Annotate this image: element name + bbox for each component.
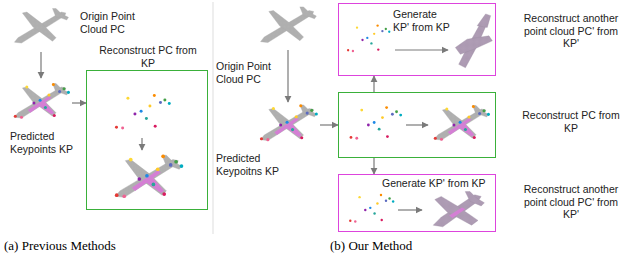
text-holder: Origin Point Cloud PC: [80, 10, 146, 35]
figure-label: Origin Point Cloud PC: [216, 60, 274, 85]
keypoint-image: [14, 83, 70, 119]
text-holder: Origin Point Cloud PC: [216, 60, 274, 85]
flow-arrow: [40, 52, 41, 78]
figure-label: Origin Point Cloud PC: [80, 10, 146, 35]
text-holder: Predicted Keypoints KP: [10, 130, 80, 155]
text-holder: (b) Our Method: [330, 238, 412, 254]
point-cloud-image: [14, 9, 68, 44]
inner-arrow: [406, 124, 428, 125]
generated-image: [455, 14, 492, 68]
reconstructed-image: [434, 105, 490, 141]
reconstruction-box: Reconstruct PC from KP: [338, 92, 496, 158]
flow-arrow: [287, 50, 288, 102]
panel-divider: [213, 2, 214, 234]
edge-label: Generate KP' from KP: [393, 8, 455, 33]
inner-arrow: [395, 49, 448, 50]
text-holder: Reconstruct PC from KP: [519, 109, 623, 134]
box-heading: Reconstruct PC from KP: [519, 109, 623, 134]
keypoint-image: [349, 194, 394, 223]
point-cloud-figure: Origin Point Cloud PC: [256, 4, 320, 50]
subfigure-caption: (a) Previous Methods: [4, 238, 116, 254]
keypoint-figure: Predicted Keypoitns KP: [256, 102, 320, 148]
subfigure-caption: (b) Our Method: [330, 238, 412, 254]
edge-label: Generate KP' from KP: [382, 177, 486, 190]
inner-arrow: [141, 138, 142, 150]
generated-image: [433, 192, 484, 227]
reconstructed-image: [115, 154, 183, 198]
text-holder: Reconstruct another point cloud PC' from…: [519, 12, 623, 50]
reconstruction-box: Reconstruct PC from KP: [86, 70, 208, 210]
keypoint-image: [350, 106, 403, 139]
text-holder: Generate KP' from KP: [382, 177, 486, 190]
inner-arrow: [398, 209, 422, 210]
flow-arrow: [373, 158, 374, 174]
point-cloud-image: [261, 7, 317, 43]
box-heading: Reconstruct another point cloud PC' from…: [519, 183, 623, 221]
text-holder: Generate KP' from KP: [393, 8, 455, 33]
keypoint-figure: Predicted Keypoints KP: [10, 78, 72, 128]
text-holder: Reconstruct PC from KP: [98, 44, 198, 69]
keypoint-image: [347, 24, 390, 52]
text-holder: (a) Previous Methods: [4, 238, 116, 254]
flow-arrow: [320, 124, 338, 125]
figure-label: Predicted Keypoints KP: [10, 130, 80, 155]
box-heading: Reconstruct PC from KP: [98, 44, 198, 69]
text-holder: Predicted Keypoitns KP: [216, 152, 282, 177]
box-heading: Reconstruct another point cloud PC' from…: [519, 12, 623, 50]
figure-label: Predicted Keypoitns KP: [216, 152, 282, 177]
keypoint-image: [115, 94, 171, 130]
keypoint-image: [260, 104, 318, 141]
flow-arrow: [72, 102, 86, 103]
point-cloud-figure: Origin Point Cloud PC: [10, 4, 72, 52]
text-holder: Reconstruct another point cloud PC' from…: [519, 183, 623, 221]
flow-arrow: [373, 76, 374, 92]
